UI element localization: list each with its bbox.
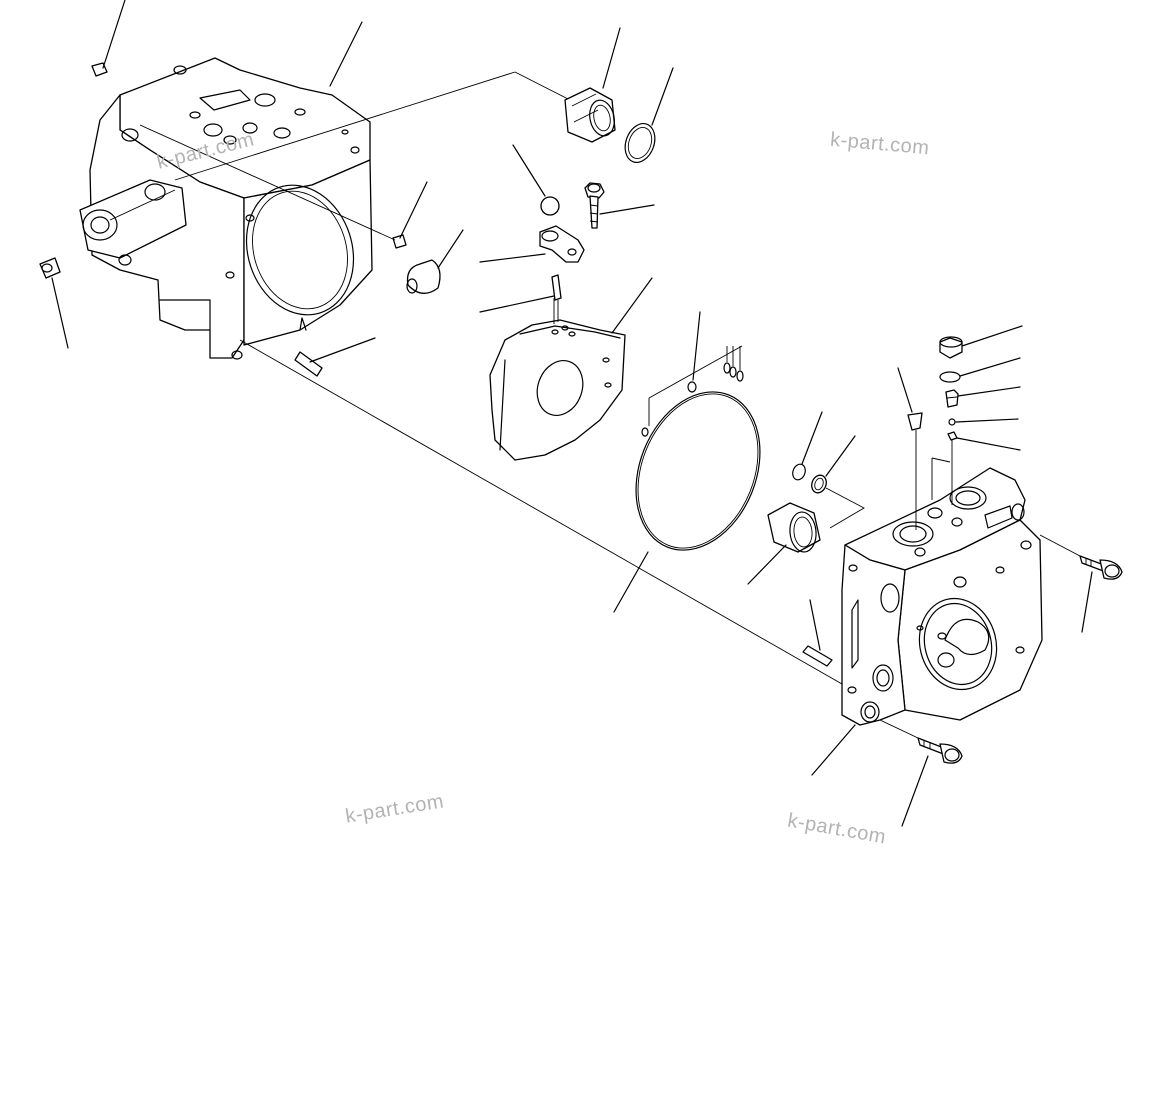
o-ring-large-top xyxy=(624,67,674,163)
cap-dome xyxy=(406,229,464,294)
bushing-cylinder xyxy=(747,502,821,585)
seat-small xyxy=(931,431,1021,505)
plug-left xyxy=(39,257,69,349)
leader-end-cover xyxy=(811,724,856,776)
leader-housing xyxy=(329,21,363,87)
sleeve-bushing xyxy=(564,27,621,143)
plug-center xyxy=(392,181,428,249)
o-ring-small-2 xyxy=(687,311,701,393)
steel-ball xyxy=(512,144,560,216)
swash-arm-lever xyxy=(479,225,585,263)
seal-collar xyxy=(811,435,865,529)
pump-case-housing xyxy=(79,57,373,360)
o-ring-small-1 xyxy=(641,345,743,437)
alignment-line-5 xyxy=(109,189,176,221)
o-ring-plug xyxy=(939,357,1021,383)
socket-bolt-top xyxy=(584,182,655,229)
dowel-pin-right xyxy=(802,599,833,667)
alignment-line-2 xyxy=(174,71,516,181)
alignment-line-1 xyxy=(139,124,396,241)
plug-small xyxy=(91,0,126,77)
o-ring-cluster xyxy=(723,346,744,382)
pin-vertical xyxy=(479,274,562,313)
screw-small xyxy=(945,386,1021,408)
alignment-line-4 xyxy=(239,339,871,701)
plug-tapered xyxy=(897,367,923,530)
dowel-pin-left xyxy=(294,337,376,377)
valve-plate-body xyxy=(489,277,653,461)
ball-small xyxy=(948,418,1019,426)
end-cover-housing xyxy=(841,467,1043,726)
o-ring-collar xyxy=(792,411,823,481)
bolt-right-lower xyxy=(879,719,963,827)
alignment-line-3 xyxy=(514,71,571,101)
plug-hex-top xyxy=(939,325,1023,359)
bolt-right-upper xyxy=(1039,534,1123,633)
gasket-large-oring xyxy=(613,391,761,613)
